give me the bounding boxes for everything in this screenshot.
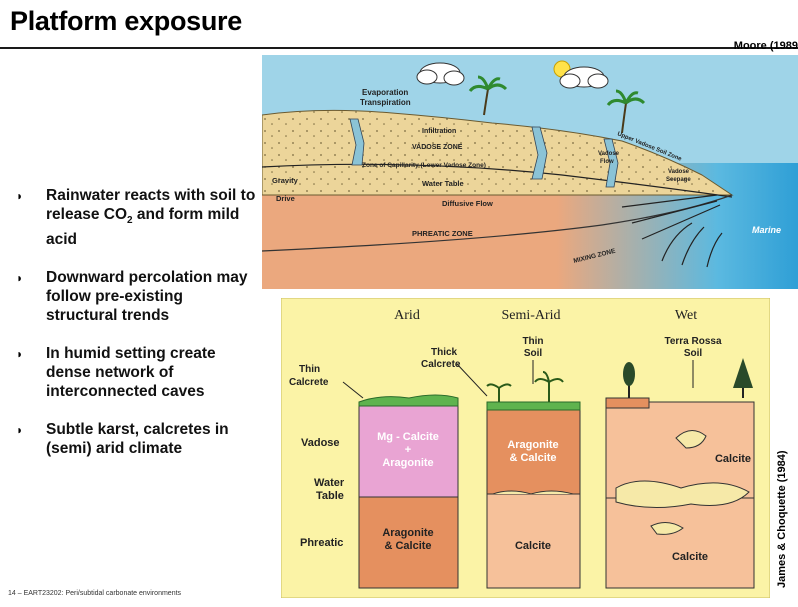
flow-arrow	[641, 204, 721, 240]
bullet-item: ◗ Subtle karst, calcretes in (semi) arid…	[16, 420, 256, 458]
leader-line	[342, 381, 364, 399]
header-wet: Wet	[675, 308, 697, 323]
flow-arrow	[681, 226, 705, 266]
bullet-item: ◗ Rainwater reacts with soil to release …	[16, 186, 256, 249]
bullet-text-cont: and form mild acid	[46, 206, 240, 249]
semiarid-phreatic-layer	[486, 493, 581, 589]
tree-icon	[623, 358, 753, 398]
label-gravity: Gravity	[272, 176, 299, 185]
label-thick-calcrete: Calcrete	[421, 359, 461, 370]
title-underline	[0, 47, 798, 49]
slide-title: Platform exposure	[10, 6, 242, 36]
water-table-line	[262, 163, 733, 198]
arid-calcrete	[358, 394, 459, 407]
cave-conduit	[531, 126, 548, 180]
label-vadose-seepage: Vadose	[668, 169, 690, 175]
cloud-icon	[559, 66, 609, 89]
bullet-subscript: 2	[127, 215, 133, 227]
cloud-icon	[416, 62, 465, 86]
arid-top-label: Aragonite	[382, 457, 433, 469]
bullet-marker-icon: ◗	[16, 189, 24, 203]
label-terra-rossa: Terra Rossa	[664, 336, 722, 347]
wet-cave	[650, 522, 684, 535]
label-infiltration: Infiltration	[422, 128, 456, 135]
label-thin-calcrete: Thin	[299, 364, 320, 375]
arid-top-label: +	[405, 444, 411, 456]
label-thin-soil: Thin	[522, 336, 543, 347]
bullet-text: In humid setting create dense network of…	[46, 345, 216, 401]
header-semi-arid: Semi-Arid	[501, 308, 560, 323]
arid-phreatic-layer	[358, 496, 459, 589]
bullet-text: Subtle karst, calcretes in (semi) arid c…	[46, 421, 229, 458]
bullet-item: ◗ In humid setting create dense network …	[16, 344, 256, 401]
label-vadose: Vadose	[301, 437, 340, 449]
label-terra-rossa: Soil	[684, 348, 703, 359]
semiarid-top-label: Aragonite	[507, 439, 558, 451]
label-transpiration: Transpiration	[360, 98, 411, 107]
wet-cave	[615, 480, 750, 509]
label-capillarity: Zone of Capillarity (Lower Vadose Zone)	[362, 162, 486, 169]
climate-columns-diagram: Arid Semi-Arid Wet Mg - Calcite + Aragon…	[281, 298, 770, 598]
semiarid-vadose-layer	[486, 401, 581, 495]
semiarid-calcrete	[486, 401, 581, 411]
wet-top-label: Calcite	[715, 453, 751, 465]
bullet-marker-icon: ◗	[16, 347, 24, 362]
leader-line	[456, 363, 488, 397]
flow-arrow	[661, 222, 693, 262]
arid-vadose-layer	[358, 401, 459, 498]
plant-icon	[486, 371, 564, 402]
credit-james-choquette: James & Choquette (1984)	[776, 450, 788, 588]
label-water-table: Water	[314, 477, 345, 489]
label-vadose-flow: Flow	[600, 159, 614, 165]
palm-tree-icon	[468, 75, 508, 116]
flow-arrow	[706, 232, 723, 268]
wet-bottom-label: Calcite	[672, 551, 708, 563]
label-thick-calcrete: Thick	[431, 347, 458, 358]
credit-moore: Moore (1989	[733, 40, 798, 52]
label-evaporation: Evaporation	[362, 88, 408, 97]
label-diffusive-flow: Diffusive Flow	[442, 199, 493, 208]
label-phreatic: Phreatic	[300, 537, 343, 549]
cave-conduit	[349, 118, 365, 166]
platform-cross-section-diagram: Evaporation Transpiration Infiltration V…	[262, 55, 798, 289]
label-water-table: Table	[316, 490, 344, 502]
semiarid-water-table	[492, 490, 574, 495]
label-thin-calcrete: Calcrete	[289, 377, 329, 388]
label-phreatic-zone: PHREATIC ZONE	[412, 229, 473, 238]
palm-tree-icon	[606, 89, 646, 134]
bullet-item: ◗ Downward percolation may follow pre-ex…	[16, 268, 256, 325]
slide-footer: 14 – EART23202: Peri/subtidal carbonate …	[8, 590, 182, 597]
bullet-list: ◗ Rainwater reacts with soil to release …	[16, 186, 256, 477]
flow-arrow	[621, 194, 718, 208]
label-drive: Drive	[276, 194, 295, 203]
wet-cave	[675, 430, 707, 449]
header-arid: Arid	[394, 308, 420, 323]
bullet-text: Downward percolation may follow pre-exis…	[46, 269, 248, 325]
arid-bottom-label: & Calcite	[384, 540, 431, 552]
label-thin-soil: Soil	[524, 348, 543, 359]
label-vadose-zone: VADOSE ZONE	[412, 144, 463, 151]
semiarid-top-label: & Calcite	[509, 452, 556, 464]
bullet-marker-icon: ◗	[16, 271, 24, 286]
arid-bottom-label: Aragonite	[382, 527, 433, 539]
label-water-table: Water Table	[422, 179, 464, 188]
wet-phreatic-layer	[605, 497, 755, 589]
semiarid-bottom-label: Calcite	[515, 540, 551, 552]
arid-top-label: Mg - Calcite	[377, 431, 439, 443]
label-vadose-seepage: Seepage	[666, 177, 691, 183]
wet-terra-rossa	[605, 397, 650, 409]
flow-arrow	[631, 200, 718, 224]
bullet-marker-icon: ◗	[16, 423, 24, 438]
bullet-text: Rainwater reacts with soil to release CO	[46, 187, 256, 223]
label-marine: Marine	[752, 225, 781, 235]
cave-conduit	[603, 138, 619, 188]
label-vadose-flow: Vadose	[598, 151, 620, 157]
